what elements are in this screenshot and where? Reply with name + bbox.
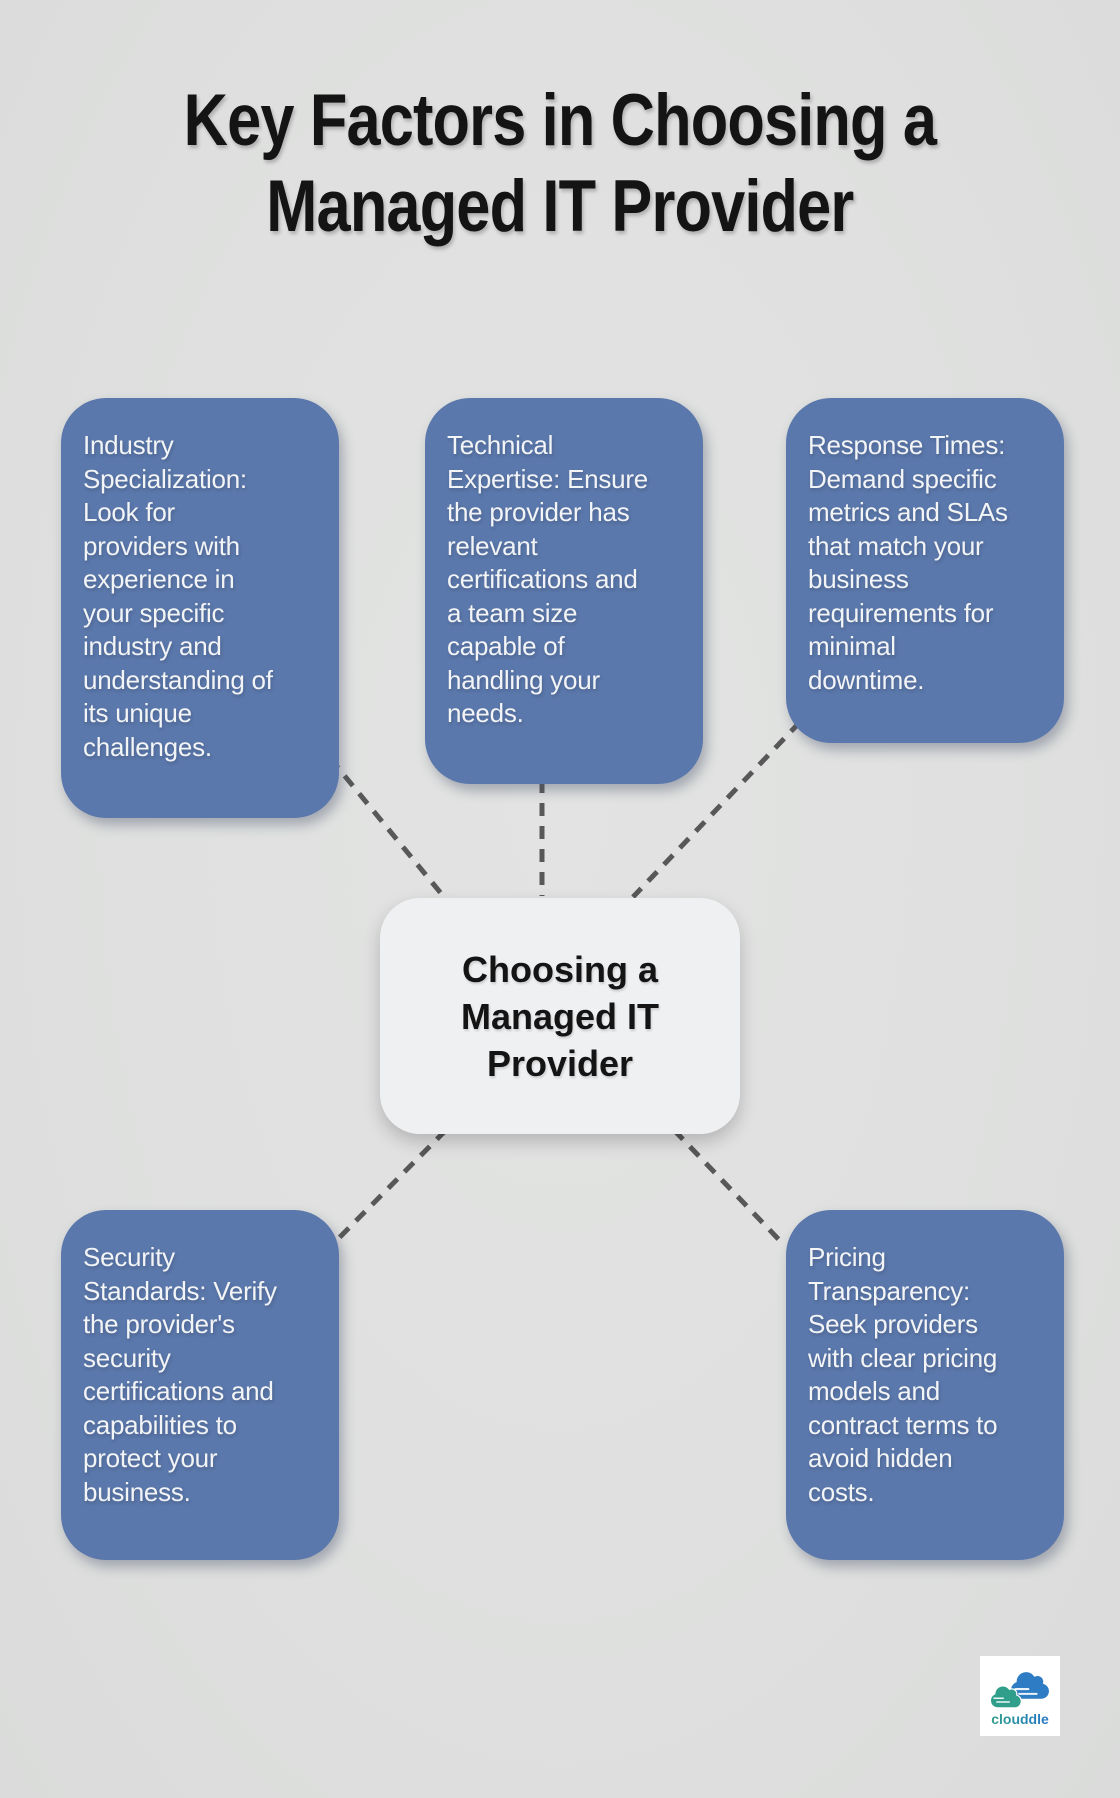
connector-center-to-security [331,1128,448,1246]
page-title-text: Key Factors in Choosing a Managed IT Pro… [183,80,937,247]
factor-box-pricing-transparency: Pricing Transparency: Seek providers wit… [786,1210,1064,1560]
cloud-icon [989,1670,1049,1709]
page-title: Key Factors in Choosing a Managed IT Pro… [0,78,1120,250]
factor-box-security-standards: Security Standards: Verify the provider'… [61,1210,339,1560]
connector-industry-to-center [328,756,446,899]
connector-response-to-center [631,720,802,899]
factor-box-technical-expertise: Technical Expertise: Ensure the provider… [425,398,703,784]
factor-box-industry-specialization: Industry Specialization: Look for provid… [61,398,339,818]
clouddle-logo: clouddle [980,1656,1060,1736]
factor-box-response-times: Response Times: Demand specific metrics … [786,398,1064,743]
central-topic-node: Choosing a Managed IT Provider [380,898,740,1134]
connector-center-to-pricing [672,1128,787,1248]
logo-wordmark: clouddle [991,1711,1049,1727]
